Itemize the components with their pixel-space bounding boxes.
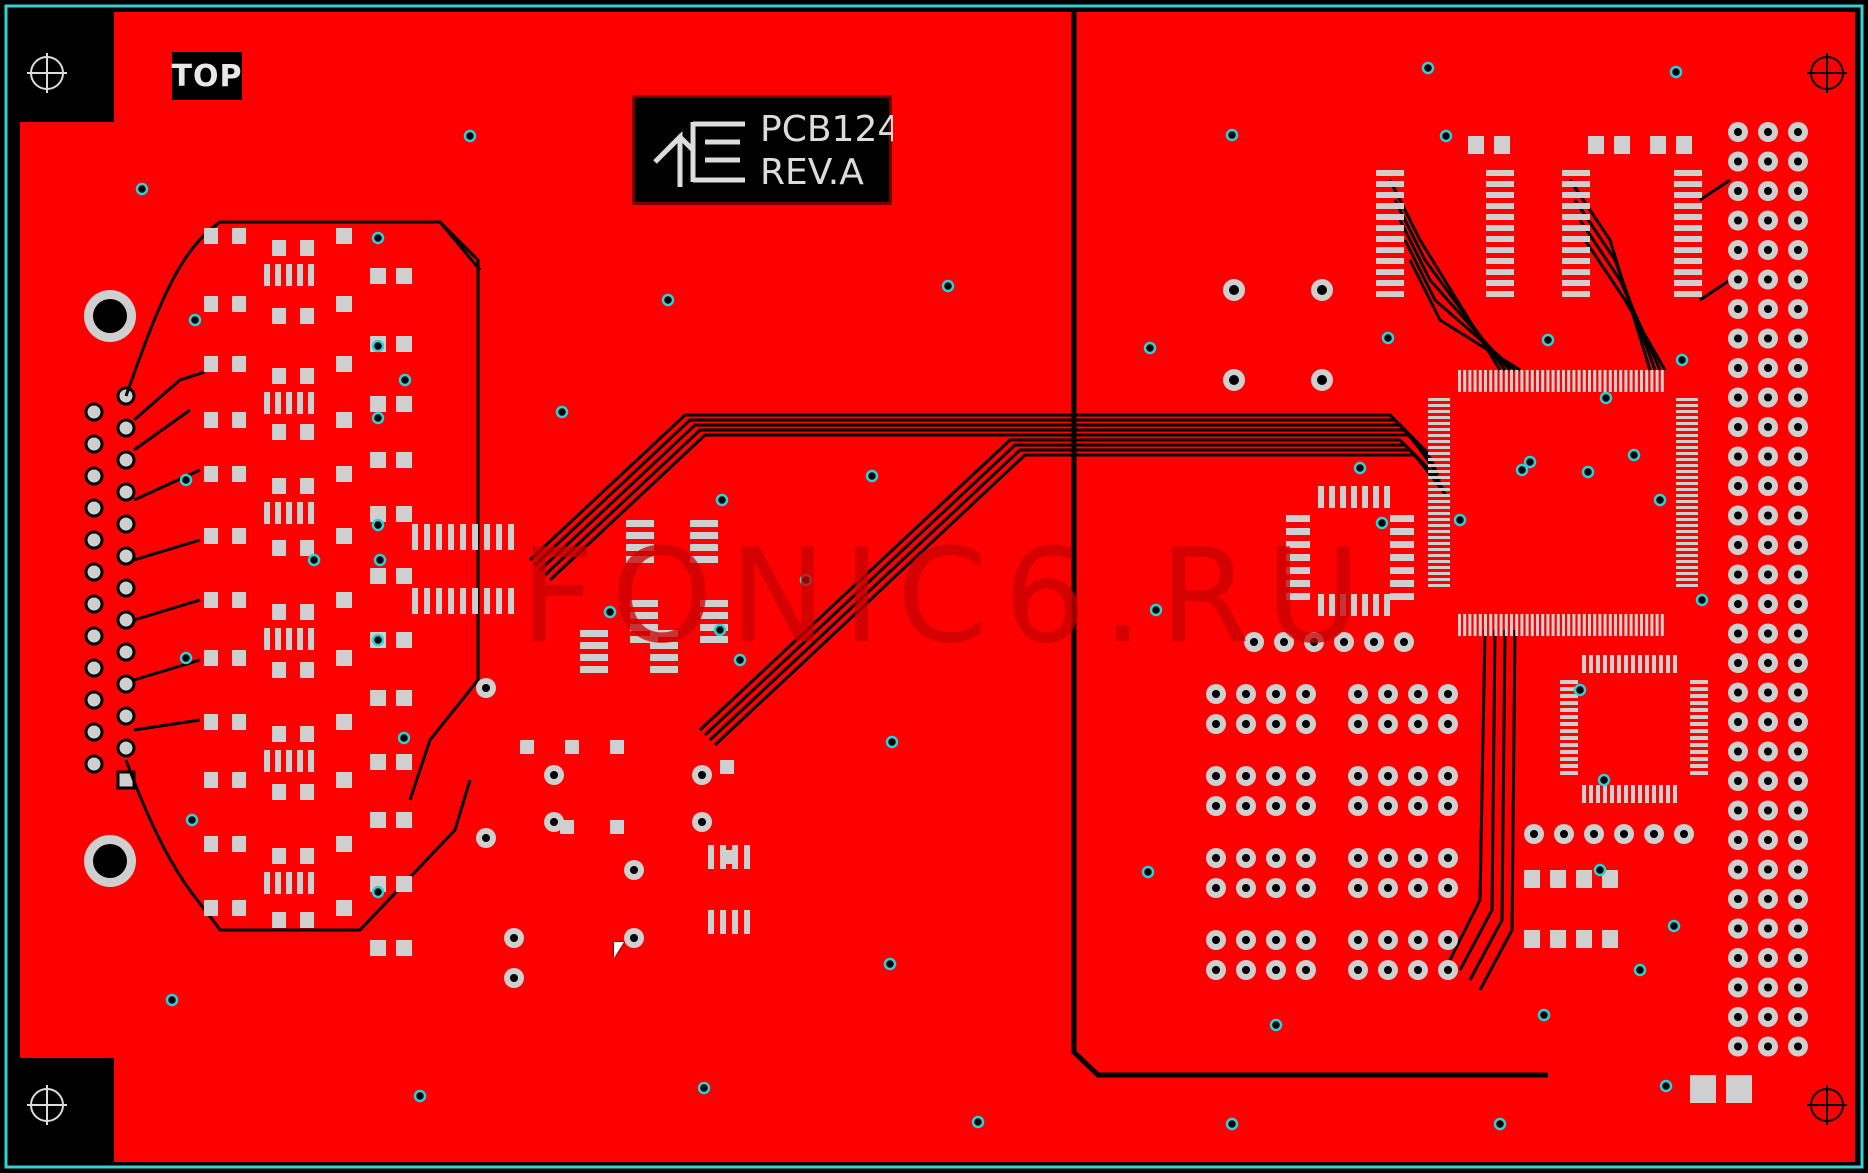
corner-keepout-bl bbox=[20, 1058, 114, 1162]
board-outline bbox=[4, 4, 1864, 1169]
mounting-hole bbox=[84, 290, 136, 342]
watermark-text: FONIC6.RU bbox=[520, 520, 1377, 672]
right-component-cluster bbox=[1206, 122, 1808, 1103]
crosshair-circle-icon bbox=[1807, 53, 1847, 93]
crosshair-circle-icon bbox=[27, 1085, 67, 1125]
crosshair-circle-icon bbox=[1807, 1085, 1847, 1125]
mouse-pointer-icon bbox=[614, 942, 624, 958]
board-logo: PCB124 REV.A bbox=[632, 95, 893, 205]
logo-glyph-icon bbox=[653, 121, 745, 187]
edge-connector-pads bbox=[84, 386, 136, 790]
mounting-hole bbox=[84, 835, 136, 887]
ground-split-line bbox=[1071, 12, 1548, 1078]
layer-label: TOP bbox=[172, 52, 242, 100]
vias bbox=[135, 61, 1709, 1131]
logo-line-2: REV.A bbox=[760, 153, 864, 193]
left-component-cluster bbox=[204, 228, 750, 988]
corner-keepout-tl bbox=[20, 12, 114, 122]
crosshair-circle-icon bbox=[27, 53, 67, 93]
traces-black bbox=[124, 178, 1731, 991]
logo-line-1: PCB124 bbox=[760, 110, 893, 150]
